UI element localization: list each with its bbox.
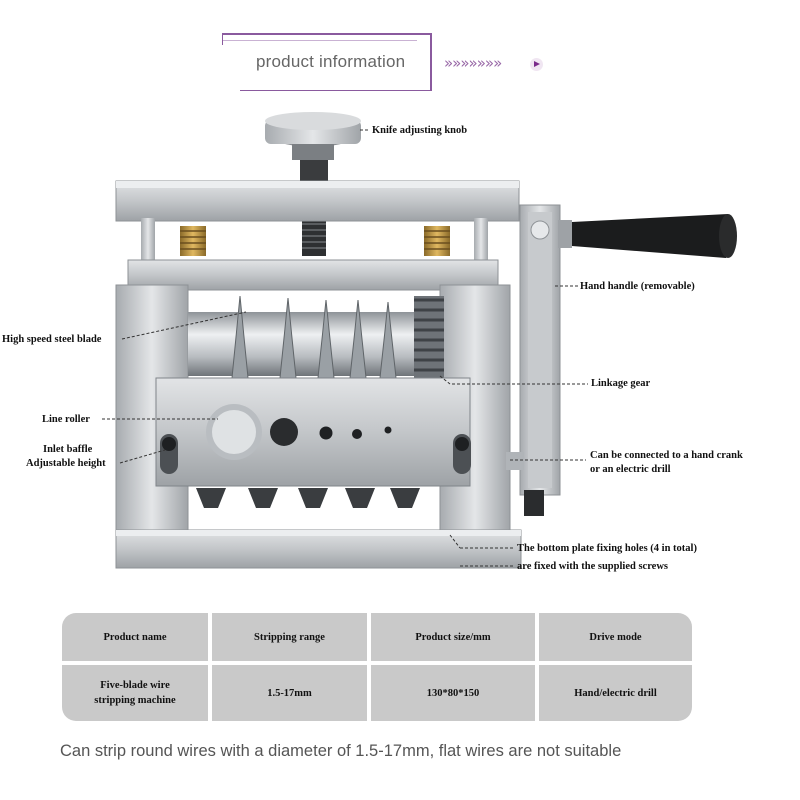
callout-crank-line1: Can be connected to a hand crank (590, 450, 743, 461)
callout-baffle-line1: Inlet baffle (43, 444, 93, 455)
table-cell: 1.5-17mm (212, 665, 367, 721)
table-header-cell: Stripping range (212, 613, 367, 661)
frame-line (430, 33, 432, 91)
machine-illustration (115, 112, 737, 569)
hand-crank (506, 204, 737, 516)
callout-hand-handle: Hand handle (removable) (580, 281, 695, 292)
table-header-cell: Product name (62, 613, 208, 661)
callout-baffle-line2: Adjustable height (26, 458, 106, 469)
callout-blade: High speed steel blade (2, 334, 102, 345)
frame-line (222, 40, 417, 41)
callout-knob: Knife adjusting knob (372, 125, 468, 136)
table-cell: Five-blade wire stripping machine (62, 665, 208, 721)
table-cell: Hand/electric drill (539, 665, 692, 721)
callout-gear: Linkage gear (591, 378, 651, 389)
frame-line (222, 33, 223, 45)
arrows-decoration: »»»»»»» (444, 54, 502, 72)
callout-bottom-line2: are fixed with the supplied screws (517, 561, 668, 572)
blades (231, 295, 397, 379)
spec-table: Product name Stripping range Product siz… (62, 613, 692, 721)
callout-crank-line2: or an electric drill (590, 464, 671, 475)
header-frame (222, 33, 432, 91)
product-name-line2: stripping machine (94, 695, 176, 706)
callout-bottom-line1: The bottom plate fixing holes (4 in tota… (517, 543, 697, 554)
table-cell: 130*80*150 (371, 665, 535, 721)
table-header-cell: Drive mode (539, 613, 692, 661)
frame-line (240, 90, 432, 91)
play-arrow-icon (530, 58, 543, 71)
table-header-cell: Product size/mm (371, 613, 535, 661)
callout-lines (102, 129, 588, 567)
linkage-gear (414, 296, 444, 384)
lower-blades (196, 488, 420, 508)
footer-note: Can strip round wires with a diameter of… (60, 742, 622, 760)
callout-roller: Line roller (42, 414, 90, 425)
frame-line (222, 33, 432, 35)
section-title: product information (256, 52, 406, 71)
adjusting-knob (265, 112, 361, 182)
wire-holes (206, 404, 392, 460)
blade-roller (188, 312, 440, 376)
product-name-line1: Five-blade wire (100, 680, 170, 691)
